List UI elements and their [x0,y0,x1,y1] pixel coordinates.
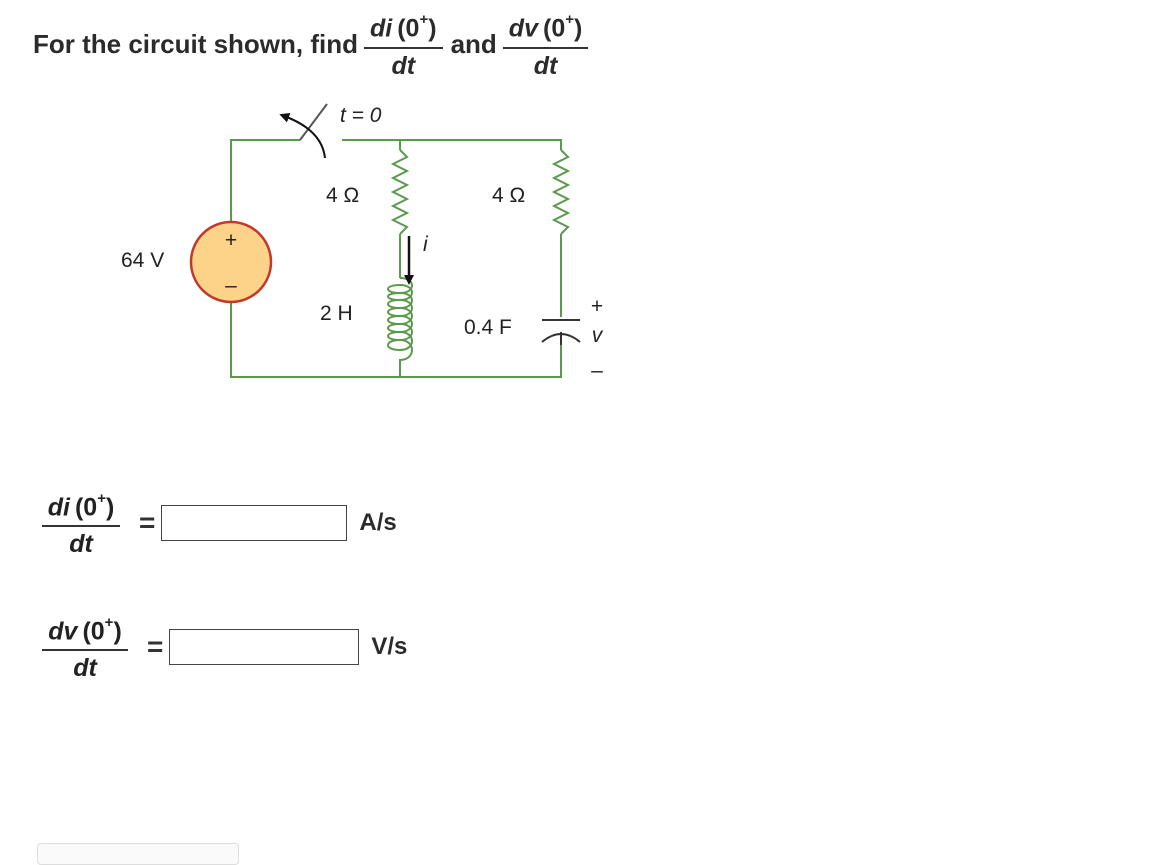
equals-sign: = [147,630,164,662]
submit-button[interactable] [37,843,239,865]
resistor-left-4ohm [390,149,410,235]
source-plus-sign: + [225,229,237,252]
inductor-label: 2 H [320,302,353,325]
equals-sign: = [139,506,156,538]
answer-row-dv-dt: dv (0+) dt = V/s [31,610,407,683]
dv-dt-unit: V/s [371,632,408,660]
switch-label: t = 0 [340,104,382,127]
di-dt-fraction: di (0+) dt [364,7,443,80]
cap-plus-sign: + [591,295,603,318]
capacitor-label: 0.4 F [464,316,512,339]
di-dt-answer-input[interactable] [161,504,348,541]
wire-bottom [230,302,562,378]
voltage-source [189,220,273,304]
dv-dt-fraction: dv (0+) dt [502,7,589,80]
answer-row-di-dt: di (0+) dt = A/s [31,486,397,559]
cap-minus-sign: – [591,359,603,382]
current-label: i [423,233,429,256]
source-minus-sign: – [225,274,237,297]
answer-di-dt-fraction: di (0+) dt [31,486,131,559]
dv-dt-answer-input[interactable] [169,628,360,665]
circuit-wires [230,139,562,378]
prompt-lead: For the circuit shown, find [33,28,358,59]
switch-blade [299,103,328,141]
di-dt-unit: A/s [359,508,397,536]
resistor-right-4ohm [551,149,571,235]
resistor-left-label: 4 Ω [326,184,359,207]
resistor-right-label: 4 Ω [492,184,525,207]
switch-arrow-icon [279,113,326,159]
wire-top-left [230,139,300,222]
wire-top-right [342,139,562,150]
circuit-diagram: + – t = 0 64 V 4 Ω 4 Ω 2 H 0.4 F i + v – [121,103,604,382]
inductor-coil [387,277,413,368]
problem-statement: For the circuit shown, find di (0+) dt a… [33,4,589,84]
cap-voltage-label: v [592,324,604,347]
source-voltage-label: 64 V [121,249,164,272]
answer-dv-dt-fraction: dv (0+) dt [31,610,139,683]
prompt-conjunction: and [450,28,497,59]
